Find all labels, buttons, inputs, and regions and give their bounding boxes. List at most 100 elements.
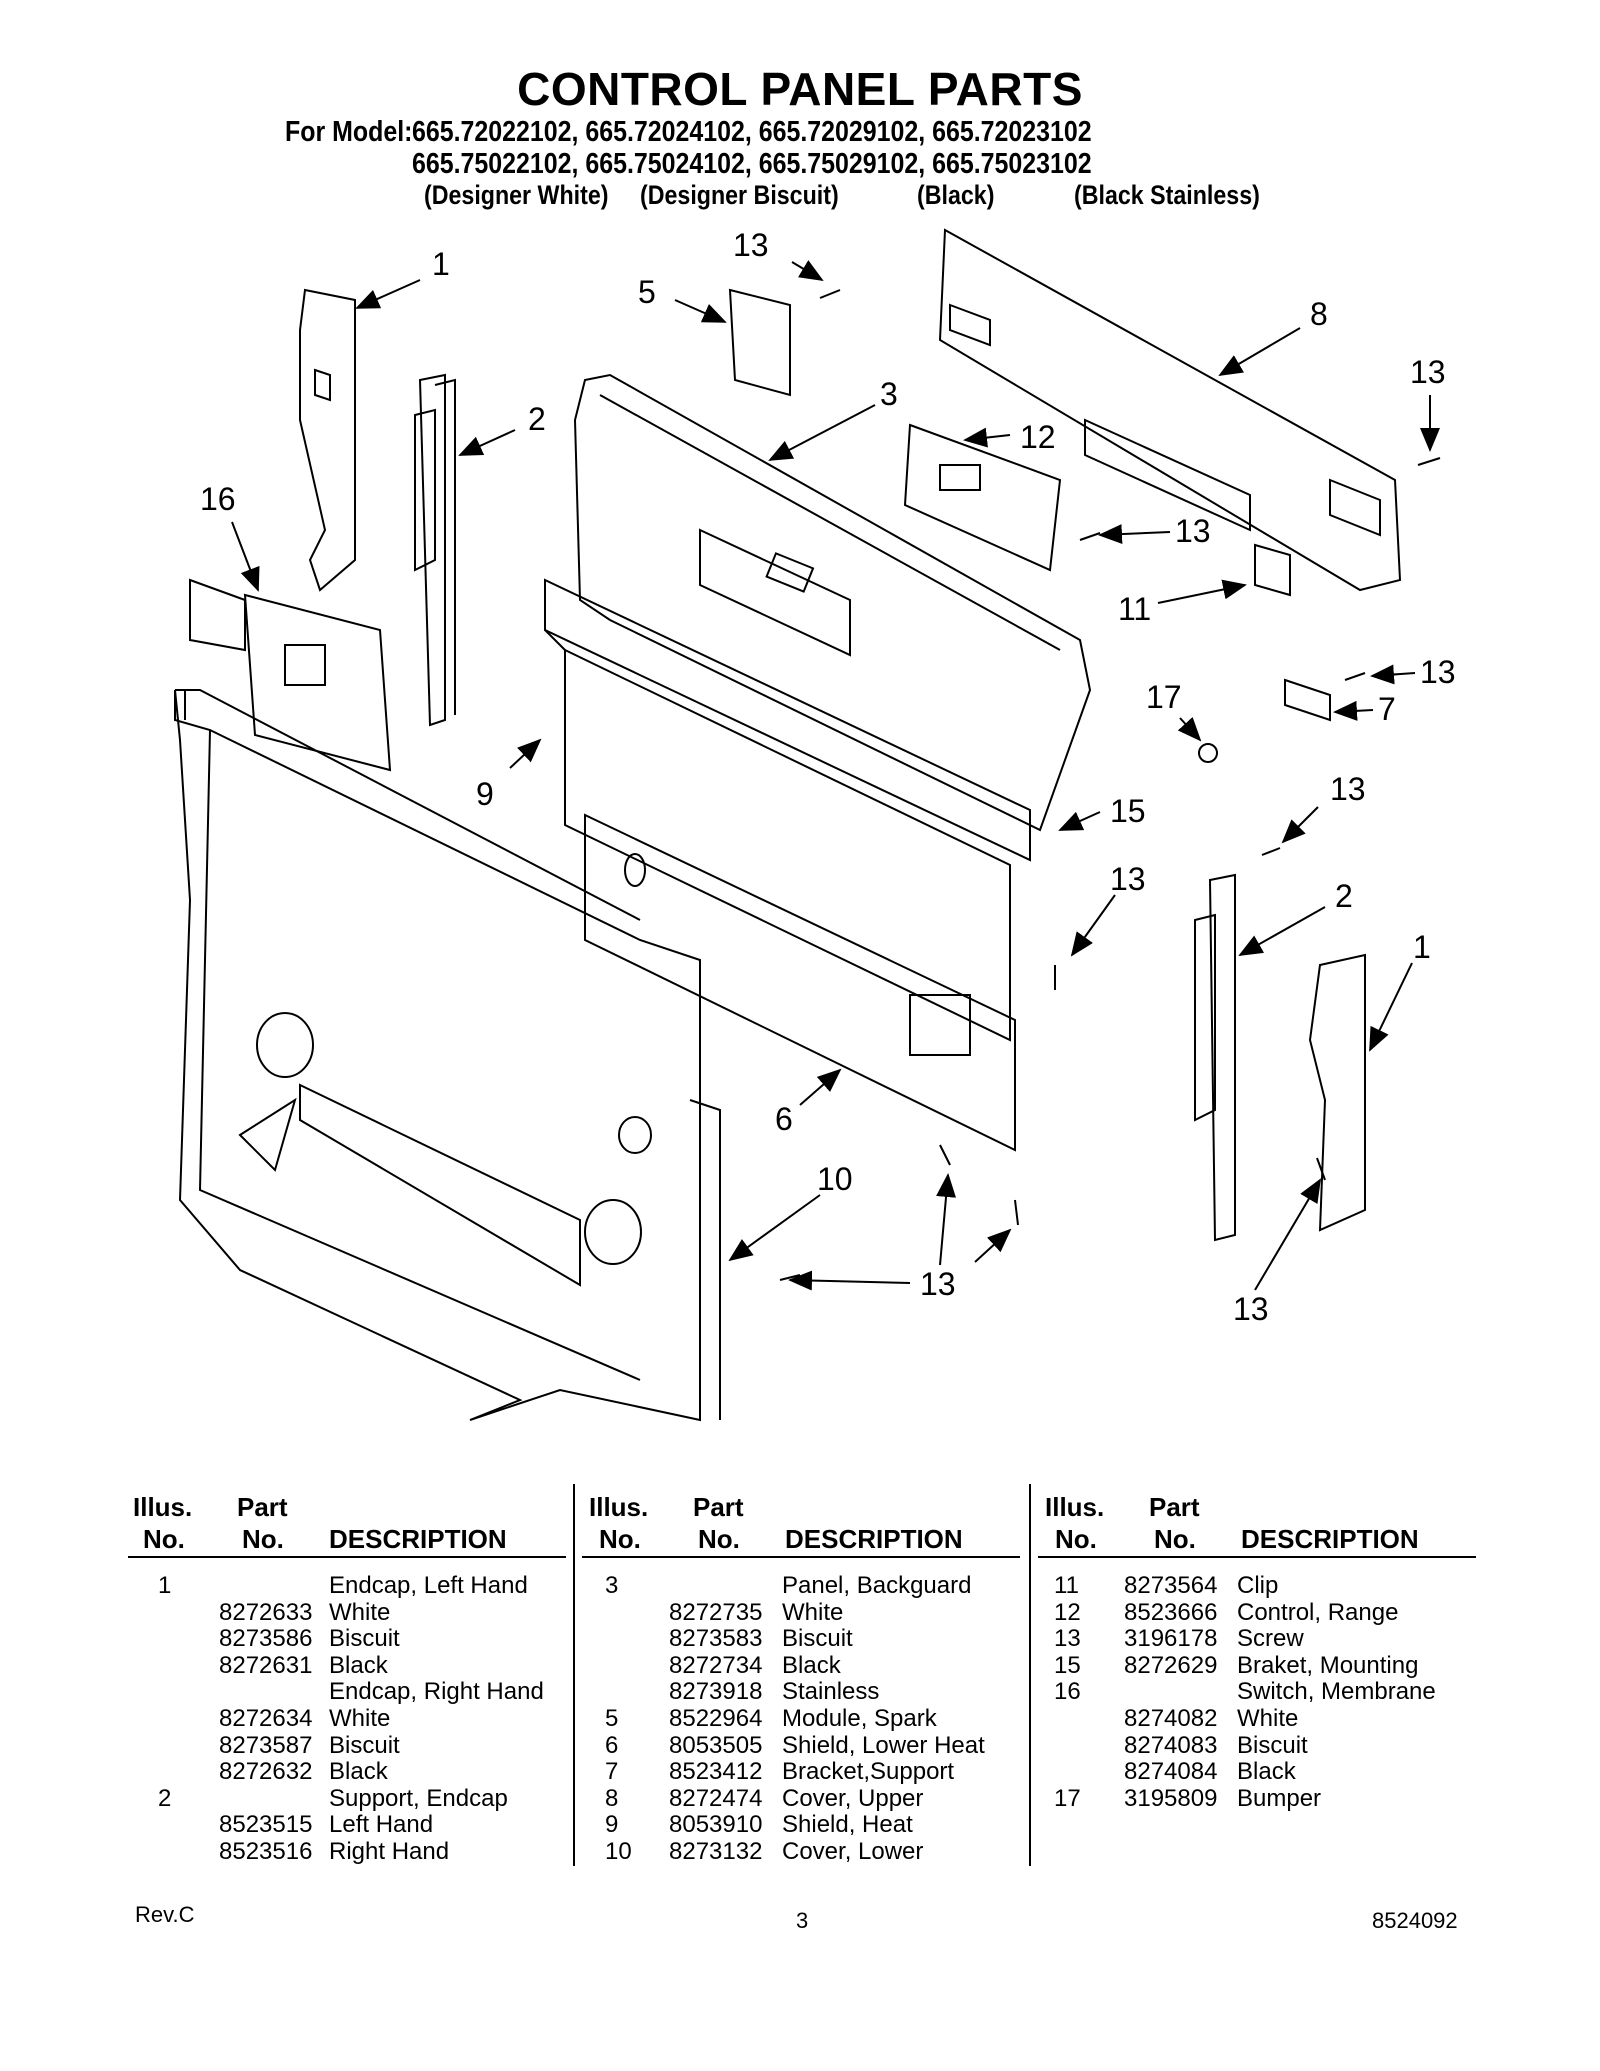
header-no-2: No. bbox=[599, 1524, 641, 1554]
table-cell: 8523412 bbox=[669, 1758, 763, 1786]
header-desc-1: DESCRIPTION bbox=[329, 1524, 507, 1554]
table-cell: 1 bbox=[158, 1572, 172, 1599]
table-cell: Biscuit bbox=[329, 1625, 400, 1653]
table-cell: White bbox=[782, 1598, 844, 1626]
callout-13-c: 13 bbox=[1175, 513, 1211, 549]
table-cell: Left Hand bbox=[329, 1811, 434, 1839]
heat-shield-part bbox=[544, 578, 1031, 862]
table-cell: 8272631 bbox=[219, 1651, 313, 1679]
table-cell bbox=[158, 1600, 171, 1627]
bracket-support-part bbox=[1284, 678, 1331, 722]
header-partno-1: No. bbox=[242, 1524, 284, 1554]
table-cell bbox=[158, 1733, 171, 1760]
table-cell: Black bbox=[329, 1758, 388, 1786]
callout-13-h: 13 bbox=[1233, 1291, 1269, 1327]
callout-13-b: 13 bbox=[1410, 354, 1446, 390]
table-cell: Biscuit bbox=[782, 1625, 853, 1653]
table-cell: 8274084 bbox=[1124, 1758, 1218, 1786]
header-desc-3: DESCRIPTION bbox=[1241, 1524, 1419, 1554]
table-cell: 8273132 bbox=[669, 1837, 763, 1865]
callout-15: 15 bbox=[1110, 793, 1146, 829]
header-no-1: No. bbox=[143, 1524, 185, 1554]
table-cell: Switch, Membrane bbox=[1237, 1678, 1436, 1706]
header-illus-2: Illus. bbox=[589, 1492, 649, 1522]
table-cell bbox=[219, 1786, 312, 1813]
membrane-switch-part bbox=[243, 593, 392, 772]
table-cell bbox=[158, 1626, 171, 1653]
spark-module-part bbox=[728, 288, 791, 397]
document-number: 8524092 bbox=[1372, 1908, 1458, 1933]
page-number: 3 bbox=[796, 1908, 809, 1933]
table-cell: Control, Range bbox=[1237, 1598, 1399, 1626]
table-cell: Stainless bbox=[782, 1678, 880, 1706]
callout-10: 10 bbox=[817, 1161, 853, 1197]
table-cell bbox=[158, 1706, 171, 1733]
callout-1-left: 1 bbox=[432, 246, 450, 282]
models-line-1: 665.72022102, 665.72024102, 665.72029102… bbox=[412, 116, 1092, 148]
table-cell: 16 bbox=[1054, 1678, 1081, 1706]
table-cell: 8274082 bbox=[1124, 1704, 1218, 1732]
table-cell: 8523515 bbox=[219, 1811, 313, 1839]
table-cell: 7 bbox=[605, 1758, 619, 1786]
endcap-left-part bbox=[299, 288, 356, 592]
callout-13-e: 13 bbox=[1330, 771, 1366, 807]
table-cell: Module, Spark bbox=[782, 1704, 937, 1732]
callout-8: 8 bbox=[1310, 296, 1328, 332]
table-cell: Shield, Lower Heat bbox=[782, 1731, 985, 1759]
table-cell: Right Hand bbox=[329, 1837, 450, 1865]
page-title: CONTROL PANEL PARTS bbox=[517, 63, 1083, 115]
table-cell bbox=[605, 1653, 632, 1680]
table-cell bbox=[1054, 1733, 1081, 1760]
table-cell: 8272735 bbox=[669, 1598, 763, 1626]
table-cell: 8273918 bbox=[669, 1678, 763, 1706]
table-cell: Clip bbox=[1237, 1572, 1279, 1599]
table-cell: Cover, Lower bbox=[782, 1837, 924, 1865]
header-partno-2: No. bbox=[698, 1524, 740, 1554]
support-endcap-left-part bbox=[418, 373, 446, 727]
table-cell: 8274083 bbox=[1124, 1731, 1218, 1759]
callout-12: 12 bbox=[1020, 419, 1056, 455]
table-cell bbox=[219, 1573, 312, 1600]
table-cell: 17 bbox=[1054, 1784, 1081, 1812]
table-cell bbox=[158, 1812, 171, 1839]
table-cell: Braket, Mounting bbox=[1237, 1651, 1419, 1679]
table-cell: 8272632 bbox=[219, 1758, 313, 1786]
callout-3: 3 bbox=[880, 376, 898, 412]
table-cell: Support, Endcap bbox=[329, 1784, 508, 1812]
table-cell: Endcap, Right Hand bbox=[329, 1678, 544, 1706]
table-cell: Bumper bbox=[1237, 1784, 1322, 1812]
table-cell: Shield, Heat bbox=[782, 1811, 913, 1839]
table-cell: 8 bbox=[605, 1784, 619, 1812]
callout-2-right: 2 bbox=[1335, 878, 1353, 914]
exploded-parts-diagram: 1 2 16 3 5 13 8 13 12 13 11 13 7 17 13 1… bbox=[174, 227, 1456, 1422]
callout-9: 9 bbox=[476, 776, 494, 812]
endcap-right-part bbox=[1308, 953, 1366, 1232]
callout-13-d: 13 bbox=[1420, 654, 1456, 690]
table-cell: 2 bbox=[158, 1784, 172, 1812]
header-no-3: No. bbox=[1055, 1524, 1097, 1554]
revision-label: Rev.C bbox=[135, 1902, 195, 1927]
table-cell: 6 bbox=[605, 1731, 619, 1759]
table-cell: Endcap, Left Hand bbox=[329, 1572, 528, 1599]
table-cell bbox=[158, 1759, 171, 1786]
callout-6: 6 bbox=[775, 1101, 793, 1137]
table-cell: 8523666 bbox=[1124, 1598, 1218, 1626]
lower-heat-shield-part bbox=[584, 813, 1016, 1152]
table-cell: 15 bbox=[1054, 1651, 1081, 1679]
table-cell: Screw bbox=[1237, 1625, 1304, 1653]
table-cell: 9 bbox=[605, 1811, 619, 1839]
header-part-2: Part bbox=[693, 1492, 744, 1522]
support-endcap-right-part bbox=[1208, 873, 1236, 1242]
header-desc-2: DESCRIPTION bbox=[785, 1524, 963, 1554]
callout-13-a: 13 bbox=[733, 227, 769, 263]
table-cell: Cover, Upper bbox=[782, 1784, 924, 1812]
table-cell: 3196178 bbox=[1124, 1625, 1218, 1653]
table-cell: Biscuit bbox=[329, 1731, 400, 1759]
table-cell: 8053505 bbox=[669, 1731, 763, 1759]
table-cell: 12 bbox=[1054, 1598, 1081, 1626]
control-board-part bbox=[903, 423, 1062, 572]
